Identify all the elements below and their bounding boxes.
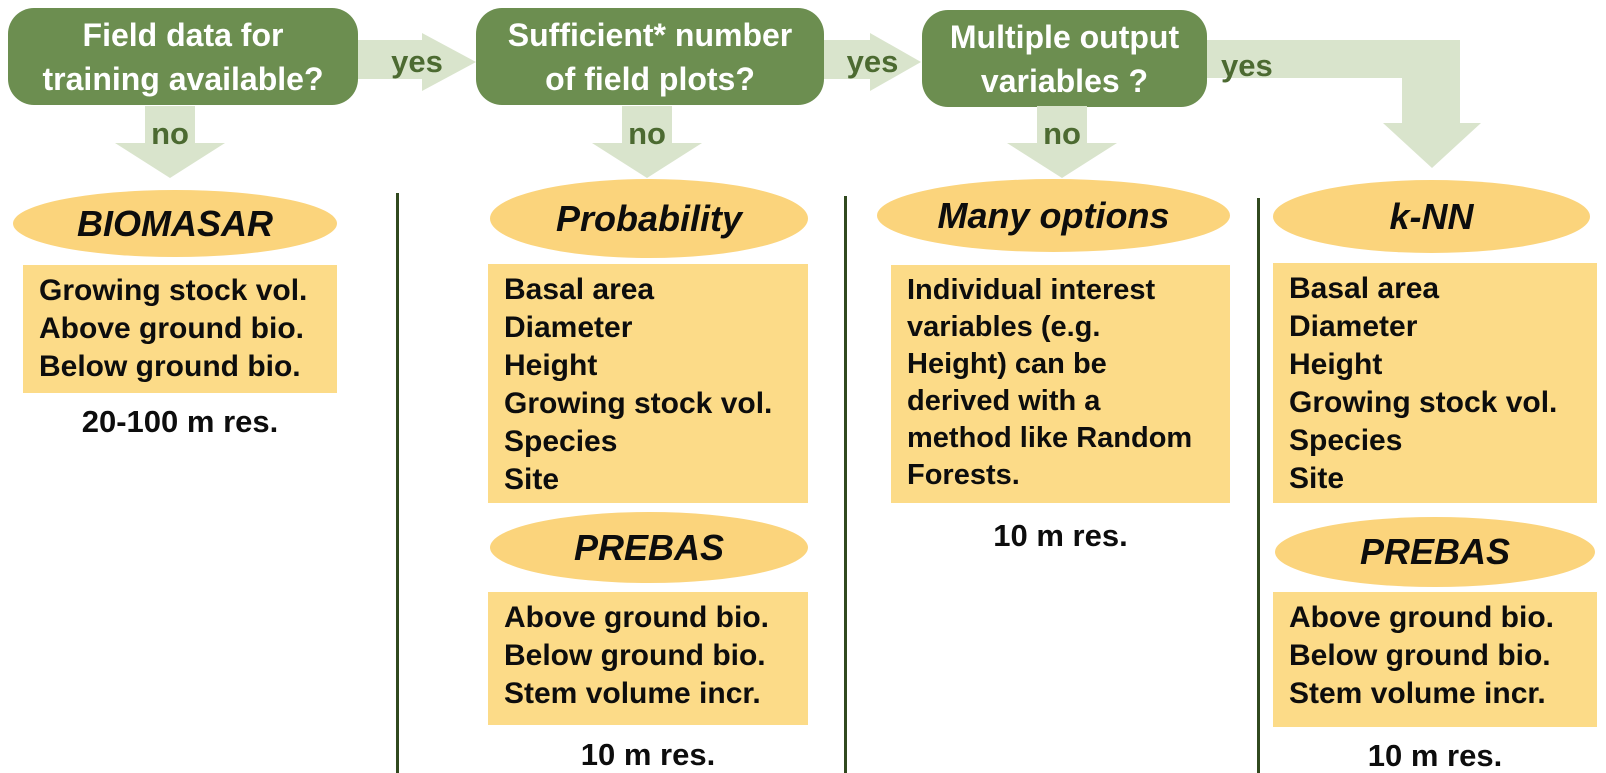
output-variable: Basal area xyxy=(1289,272,1440,305)
column-divider xyxy=(844,196,847,773)
arrow-right-icon xyxy=(422,33,476,91)
yes-label: yes xyxy=(1221,48,1273,83)
resolution-label: 10 m res. xyxy=(1367,738,1503,773)
output-variable: Species xyxy=(504,425,618,458)
no-label: no xyxy=(1043,116,1081,151)
method-ellipse-many-options: Many options xyxy=(877,179,1230,252)
column-divider xyxy=(396,193,399,773)
output-variable: Growing stock vol. xyxy=(504,387,773,420)
outputs-box-prebas: Above ground bio. Below ground bio. Stem v… xyxy=(1273,592,1597,727)
note-box-many-options: Individual interest variables (e.g. Heig… xyxy=(891,265,1230,503)
no-arrow-3: no xyxy=(1007,106,1117,178)
no-label: no xyxy=(628,116,666,151)
output-variable: Stem volume incr. xyxy=(504,677,761,710)
method-ellipse-biomasar: BIOMASAR xyxy=(13,190,337,257)
yes-arrow-1: yes xyxy=(358,33,476,91)
output-variable: Above ground bio. xyxy=(39,312,304,345)
output-variable: Diameter xyxy=(504,311,633,344)
resolution-label: 10 m res. xyxy=(580,737,716,772)
resolution-label: 10 m res. xyxy=(993,518,1128,553)
yes-label: yes xyxy=(391,44,443,79)
yes-arrow-3-elbow: yes xyxy=(1207,40,1481,168)
arrow-down-icon xyxy=(1007,143,1117,178)
decision-box-multiple-outputs: Multiple output variables ? xyxy=(922,10,1207,107)
column-divider xyxy=(1257,198,1260,773)
yes-arrow-2: yes xyxy=(824,33,921,91)
arrow-shaft xyxy=(1207,40,1460,78)
outputs-box-biomasar: Growing stock vol. Above ground bio. Below… xyxy=(23,265,337,393)
output-variable: Stem volume incr. xyxy=(1289,677,1546,710)
arrow-down-icon xyxy=(115,143,225,178)
arrow-shaft xyxy=(1402,78,1460,123)
no-label: no xyxy=(151,116,189,151)
method-ellipse-prebas: PREBAS xyxy=(1275,517,1595,587)
arrow-shaft xyxy=(358,40,424,79)
output-variable: Height xyxy=(1289,348,1383,381)
arrow-down-icon xyxy=(592,143,702,178)
output-variable: Below ground bio. xyxy=(1289,639,1551,672)
output-variable: Above ground bio. xyxy=(1289,601,1554,634)
arrow-shaft xyxy=(1037,106,1087,143)
method-ellipse-prebas: PREBAS xyxy=(490,512,808,583)
output-variable: Site xyxy=(1289,462,1345,495)
arrow-down-icon xyxy=(1383,123,1481,168)
no-arrow-2: no xyxy=(592,106,702,178)
yes-label: yes xyxy=(846,44,899,79)
output-variable: Site xyxy=(504,463,560,496)
decision-box-field-data: Field data for training available? xyxy=(8,8,358,105)
outputs-box-prebas: Above ground bio. Below ground bio. Stem v… xyxy=(488,592,808,725)
arrow-shaft xyxy=(145,106,195,143)
resolution-label: 20-100 m res. xyxy=(81,404,279,439)
output-variable: Height xyxy=(504,349,598,382)
decision-box-sufficient-plots: Sufficient* number of field plots? xyxy=(476,8,824,105)
method-ellipse-probability: Probability xyxy=(490,179,808,258)
output-variable: Basal area xyxy=(504,273,655,306)
arrow-shaft xyxy=(824,40,872,79)
output-variable: Growing stock vol. xyxy=(1289,386,1558,419)
no-arrow-1: no xyxy=(115,106,225,178)
output-variable: Below ground bio. xyxy=(39,350,301,383)
output-variable: Diameter xyxy=(1289,310,1418,343)
output-variable: Below ground bio. xyxy=(504,639,766,672)
output-variable: Species xyxy=(1289,424,1403,457)
output-variable: Above ground bio. xyxy=(504,601,769,634)
output-variable: Growing stock vol. xyxy=(39,274,308,307)
method-ellipse-knn: k-NN xyxy=(1273,180,1590,253)
arrow-shaft xyxy=(622,106,672,143)
arrow-right-icon xyxy=(870,33,921,91)
